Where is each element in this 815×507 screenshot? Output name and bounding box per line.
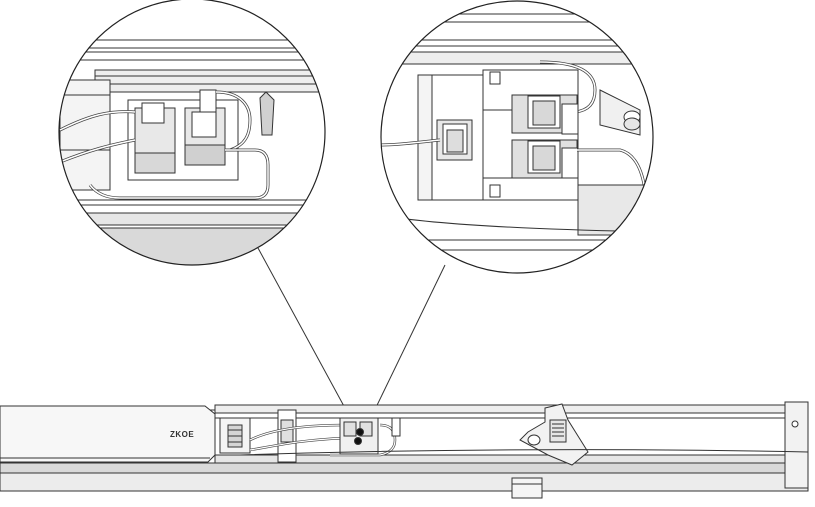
carriage-bracket (511, 477, 543, 499)
connector-cluster (249, 409, 401, 463)
left-zoom-detail (58, 0, 326, 266)
terminal-block (219, 417, 251, 454)
detail-marker-lower (354, 437, 362, 445)
brand-label: ZKOE (170, 430, 194, 439)
detail-marker-upper (356, 428, 364, 436)
leader-line-left (257, 247, 359, 433)
drive-unit: ZKOE (0, 405, 216, 463)
lever-mechanism (239, 403, 809, 466)
main-rail-assembly: ZKOE (0, 401, 809, 499)
leader-line-right (365, 264, 446, 429)
right-zoom-detail (380, 0, 654, 274)
leader-lines (257, 247, 446, 433)
